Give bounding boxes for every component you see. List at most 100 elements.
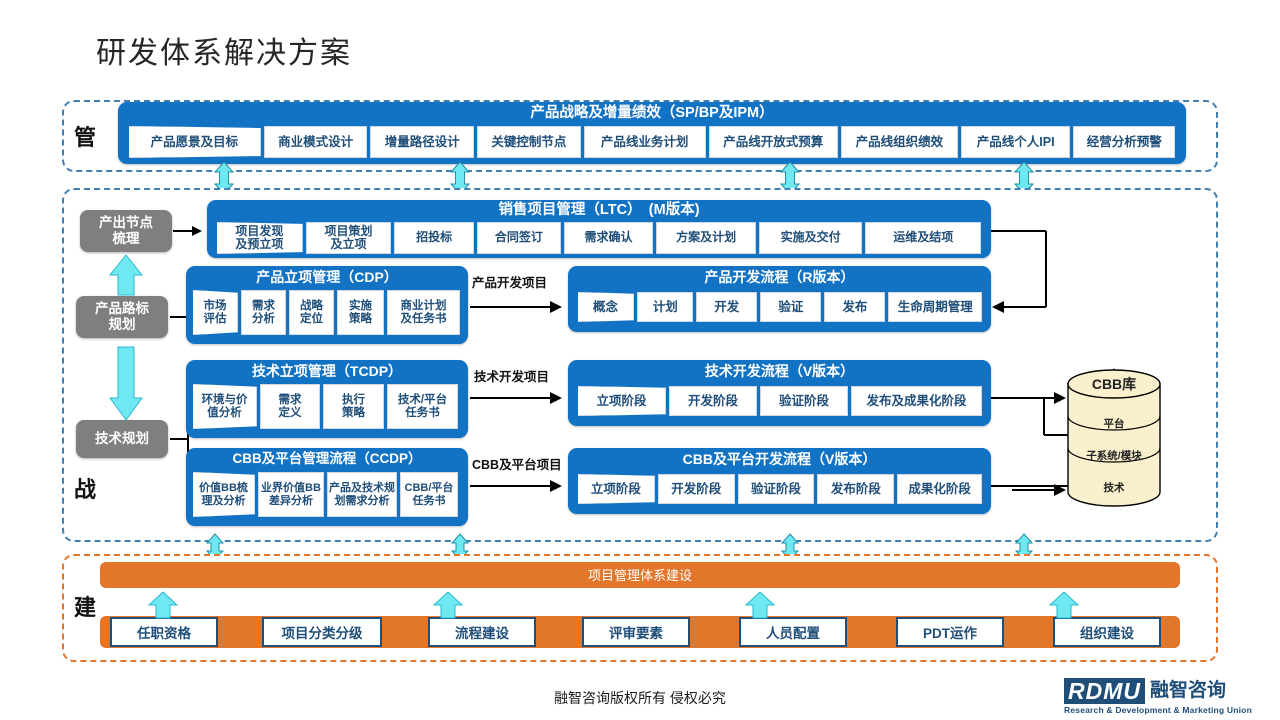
build-item-review-elements[interactable]: 评审要素 (582, 617, 690, 647)
group-product-strategy[interactable]: 产品战略及增量绩效（SP/BP及IPM） 产品愿景及目标 商业模式设计 增量路径… (118, 102, 1186, 164)
cyan-up-arrow-1 (108, 254, 144, 296)
cell-growth-path[interactable]: 增量路径设计 (370, 126, 475, 158)
cell-personal-ipi[interactable]: 产品线个人IPI (960, 126, 1071, 158)
cell-key-control-node[interactable]: 关键控制节点 (477, 126, 581, 158)
cell-project-discovery[interactable]: 项目发现及预立项 (217, 222, 303, 254)
build-item-org-build[interactable]: 组织建设 (1053, 617, 1161, 647)
cell-implementation-strategy[interactable]: 实施策略 (337, 290, 384, 335)
footer-copyright: 融智咨询版权所有 侵权必究 (554, 690, 726, 706)
cell-product-tech-requirement[interactable]: 产品及技术规划需求分析 (327, 472, 397, 517)
cbb-library-cylinder[interactable]: CBB库 平台 子系统/模块 技术 (1066, 368, 1162, 508)
cell-business-model[interactable]: 商业模式设计 (263, 126, 368, 158)
group-cdp-cells: 市场评估 需求分析 战略定位 实施策略 商业计划及任务书 (193, 290, 461, 335)
build-item-project-classification[interactable]: 项目分类分级 (262, 617, 382, 647)
cell-env-value-analysis[interactable]: 环境与价值分析 (193, 384, 257, 429)
band-build-letter: 建 (74, 595, 97, 620)
cell-ops-closure[interactable]: 运维及结项 (865, 222, 981, 254)
cell-contract-signing[interactable]: 合同签订 (477, 222, 561, 254)
group-tcdp-cells: 环境与价值分析 需求定义 执行策略 技术/平台任务书 (193, 384, 461, 429)
build-banner[interactable]: 项目管理体系建设 (100, 562, 1180, 588)
group-tcdp[interactable]: 技术立项管理（TCDP） 环境与价值分析 需求定义 执行策略 技术/平台任务书 (186, 360, 468, 438)
build-item-pdt-operation[interactable]: PDT运作 (896, 617, 1004, 647)
band-strategy-letter: 战 (74, 477, 97, 502)
cell-execution-strategy[interactable]: 执行策略 (323, 384, 384, 429)
group-product-development[interactable]: 产品开发流程（R版本） 概念 计划 开发 验证 发布 生命周期管理 (568, 266, 991, 332)
group-ltc-cells: 项目发现及预立项 项目策划及立项 招投标 合同签订 需求确认 方案及计划 实施及… (217, 222, 981, 254)
logo-name: 融智咨询 (1150, 680, 1227, 701)
graybox-output-node[interactable]: 产出节点梳理 (80, 210, 172, 252)
band-manage-letter: 管 (74, 125, 97, 150)
cell-tech-platform-charter[interactable]: 技术/平台任务书 (387, 384, 458, 429)
cell-tdev-verification[interactable]: 验证阶段 (760, 386, 848, 416)
cell-operation-alert[interactable]: 经营分析预警 (1073, 126, 1176, 158)
connector-arrows-top (213, 161, 1035, 195)
cell-lifecycle[interactable]: 生命周期管理 (888, 292, 982, 322)
graybox-tech-plan-label: 技术规划 (95, 430, 149, 446)
group-tech-development-cells: 立项阶段 开发阶段 验证阶段 发布及成果化阶段 (578, 386, 982, 416)
cell-delivery[interactable]: 实施及交付 (758, 222, 863, 254)
cell-cbb-achievement[interactable]: 成果化阶段 (897, 474, 982, 504)
group-ccdp-title: CBB及平台管理流程（CCDP） (232, 451, 422, 466)
cell-business-plan[interactable]: 产品线业务计划 (583, 126, 706, 158)
label-cbb-platform-project: CBB及平台项目 (472, 458, 562, 472)
group-product-strategy-title: 产品战略及增量绩效（SP/BP及IPM） (530, 105, 774, 121)
cell-open-budget[interactable]: 产品线开放式预算 (708, 126, 838, 158)
cell-bidding[interactable]: 招投标 (394, 222, 474, 254)
graybox-tech-plan[interactable]: 技术规划 (76, 420, 168, 458)
group-cbb-development-title: CBB及平台开发流程（V版本） (682, 451, 877, 467)
cylinder-title: CBB库 (1091, 376, 1137, 392)
cell-develop[interactable]: 开发 (696, 292, 758, 322)
group-product-development-title: 产品开发流程（R版本） (704, 269, 855, 285)
cell-business-plan-charter[interactable]: 商业计划及任务书 (387, 290, 460, 335)
cylinder-layer-subsystem: 子系统/模块 (1086, 450, 1142, 462)
cell-verify[interactable]: 验证 (760, 292, 822, 322)
cell-requirement-analysis[interactable]: 需求分析 (241, 290, 286, 335)
group-product-development-cells: 概念 计划 开发 验证 发布 生命周期管理 (578, 292, 982, 322)
build-up-arrows (147, 591, 1080, 619)
group-tcdp-title: 技术立项管理（TCDP） (251, 363, 403, 379)
cell-org-performance[interactable]: 产品线组织绩效 (840, 126, 958, 158)
group-cbb-development[interactable]: CBB及平台开发流程（V版本） 立项阶段 开发阶段 验证阶段 发布阶段 成果化阶… (568, 448, 991, 514)
group-cdp-title: 产品立项管理（CDP） (256, 269, 398, 285)
group-ltc-title: 销售项目管理（LTC） (M版本) (498, 202, 700, 218)
cell-cbb-verification[interactable]: 验证阶段 (737, 474, 815, 504)
build-item-process-build[interactable]: 流程建设 (428, 617, 536, 647)
cylinder-shape (1067, 369, 1161, 507)
cell-tdev-release[interactable]: 发布及成果化阶段 (851, 386, 982, 416)
cylinder-layer-platform: 平台 (1103, 418, 1125, 430)
cell-cbb-release[interactable]: 发布阶段 (817, 474, 895, 504)
group-tech-development[interactable]: 技术开发流程（V版本） 立项阶段 开发阶段 验证阶段 发布及成果化阶段 (568, 360, 991, 426)
connector-arrows-bottom (205, 533, 1034, 561)
cell-project-planning[interactable]: 项目策划及立项 (305, 222, 392, 254)
group-ltc[interactable]: 销售项目管理（LTC） (M版本) 项目发现及预立项 项目策划及立项 招投标 合… (207, 200, 991, 258)
group-product-strategy-cells: 产品愿景及目标 商业模式设计 增量路径设计 关键控制节点 产品线业务计划 产品线… (129, 126, 1176, 158)
logo-tagline: Research & Development & Marketing Union (1064, 705, 1252, 715)
cell-solution-plan[interactable]: 方案及计划 (656, 222, 756, 254)
cyan-down-arrow-1 (109, 346, 143, 421)
graybox-product-roadmap-label: 产品路标规划 (95, 300, 149, 332)
cell-requirement-definition[interactable]: 需求定义 (260, 384, 320, 429)
cell-cbb-development[interactable]: 开发阶段 (657, 474, 735, 504)
cell-requirement-confirm[interactable]: 需求确认 (563, 222, 654, 254)
cell-cbb-platform-charter[interactable]: CBB/平台任务书 (400, 472, 458, 517)
cell-tdev-initiation[interactable]: 立项阶段 (578, 386, 666, 416)
cell-strategy-positioning[interactable]: 战略定位 (289, 290, 334, 335)
label-product-dev-project: 产品开发项目 (472, 276, 548, 290)
page-title: 研发体系解决方案 (96, 37, 352, 70)
group-cdp[interactable]: 产品立项管理（CDP） 市场评估 需求分析 战略定位 实施策略 商业计划及任务书 (186, 266, 468, 344)
build-item-staffing[interactable]: 人员配置 (739, 617, 847, 647)
cylinder-layer-technology: 技术 (1103, 482, 1125, 494)
build-banner-label: 项目管理体系建设 (587, 567, 692, 583)
group-cbb-development-cells: 立项阶段 开发阶段 验证阶段 发布阶段 成果化阶段 (578, 474, 982, 504)
cell-release[interactable]: 发布 (824, 292, 886, 322)
label-tech-dev-project: 技术开发项目 (474, 370, 550, 384)
graybox-product-roadmap[interactable]: 产品路标规划 (76, 296, 168, 338)
cell-tdev-development[interactable]: 开发阶段 (669, 386, 757, 416)
graybox-output-node-label: 产出节点梳理 (99, 214, 153, 246)
cell-plan[interactable]: 计划 (637, 292, 694, 322)
